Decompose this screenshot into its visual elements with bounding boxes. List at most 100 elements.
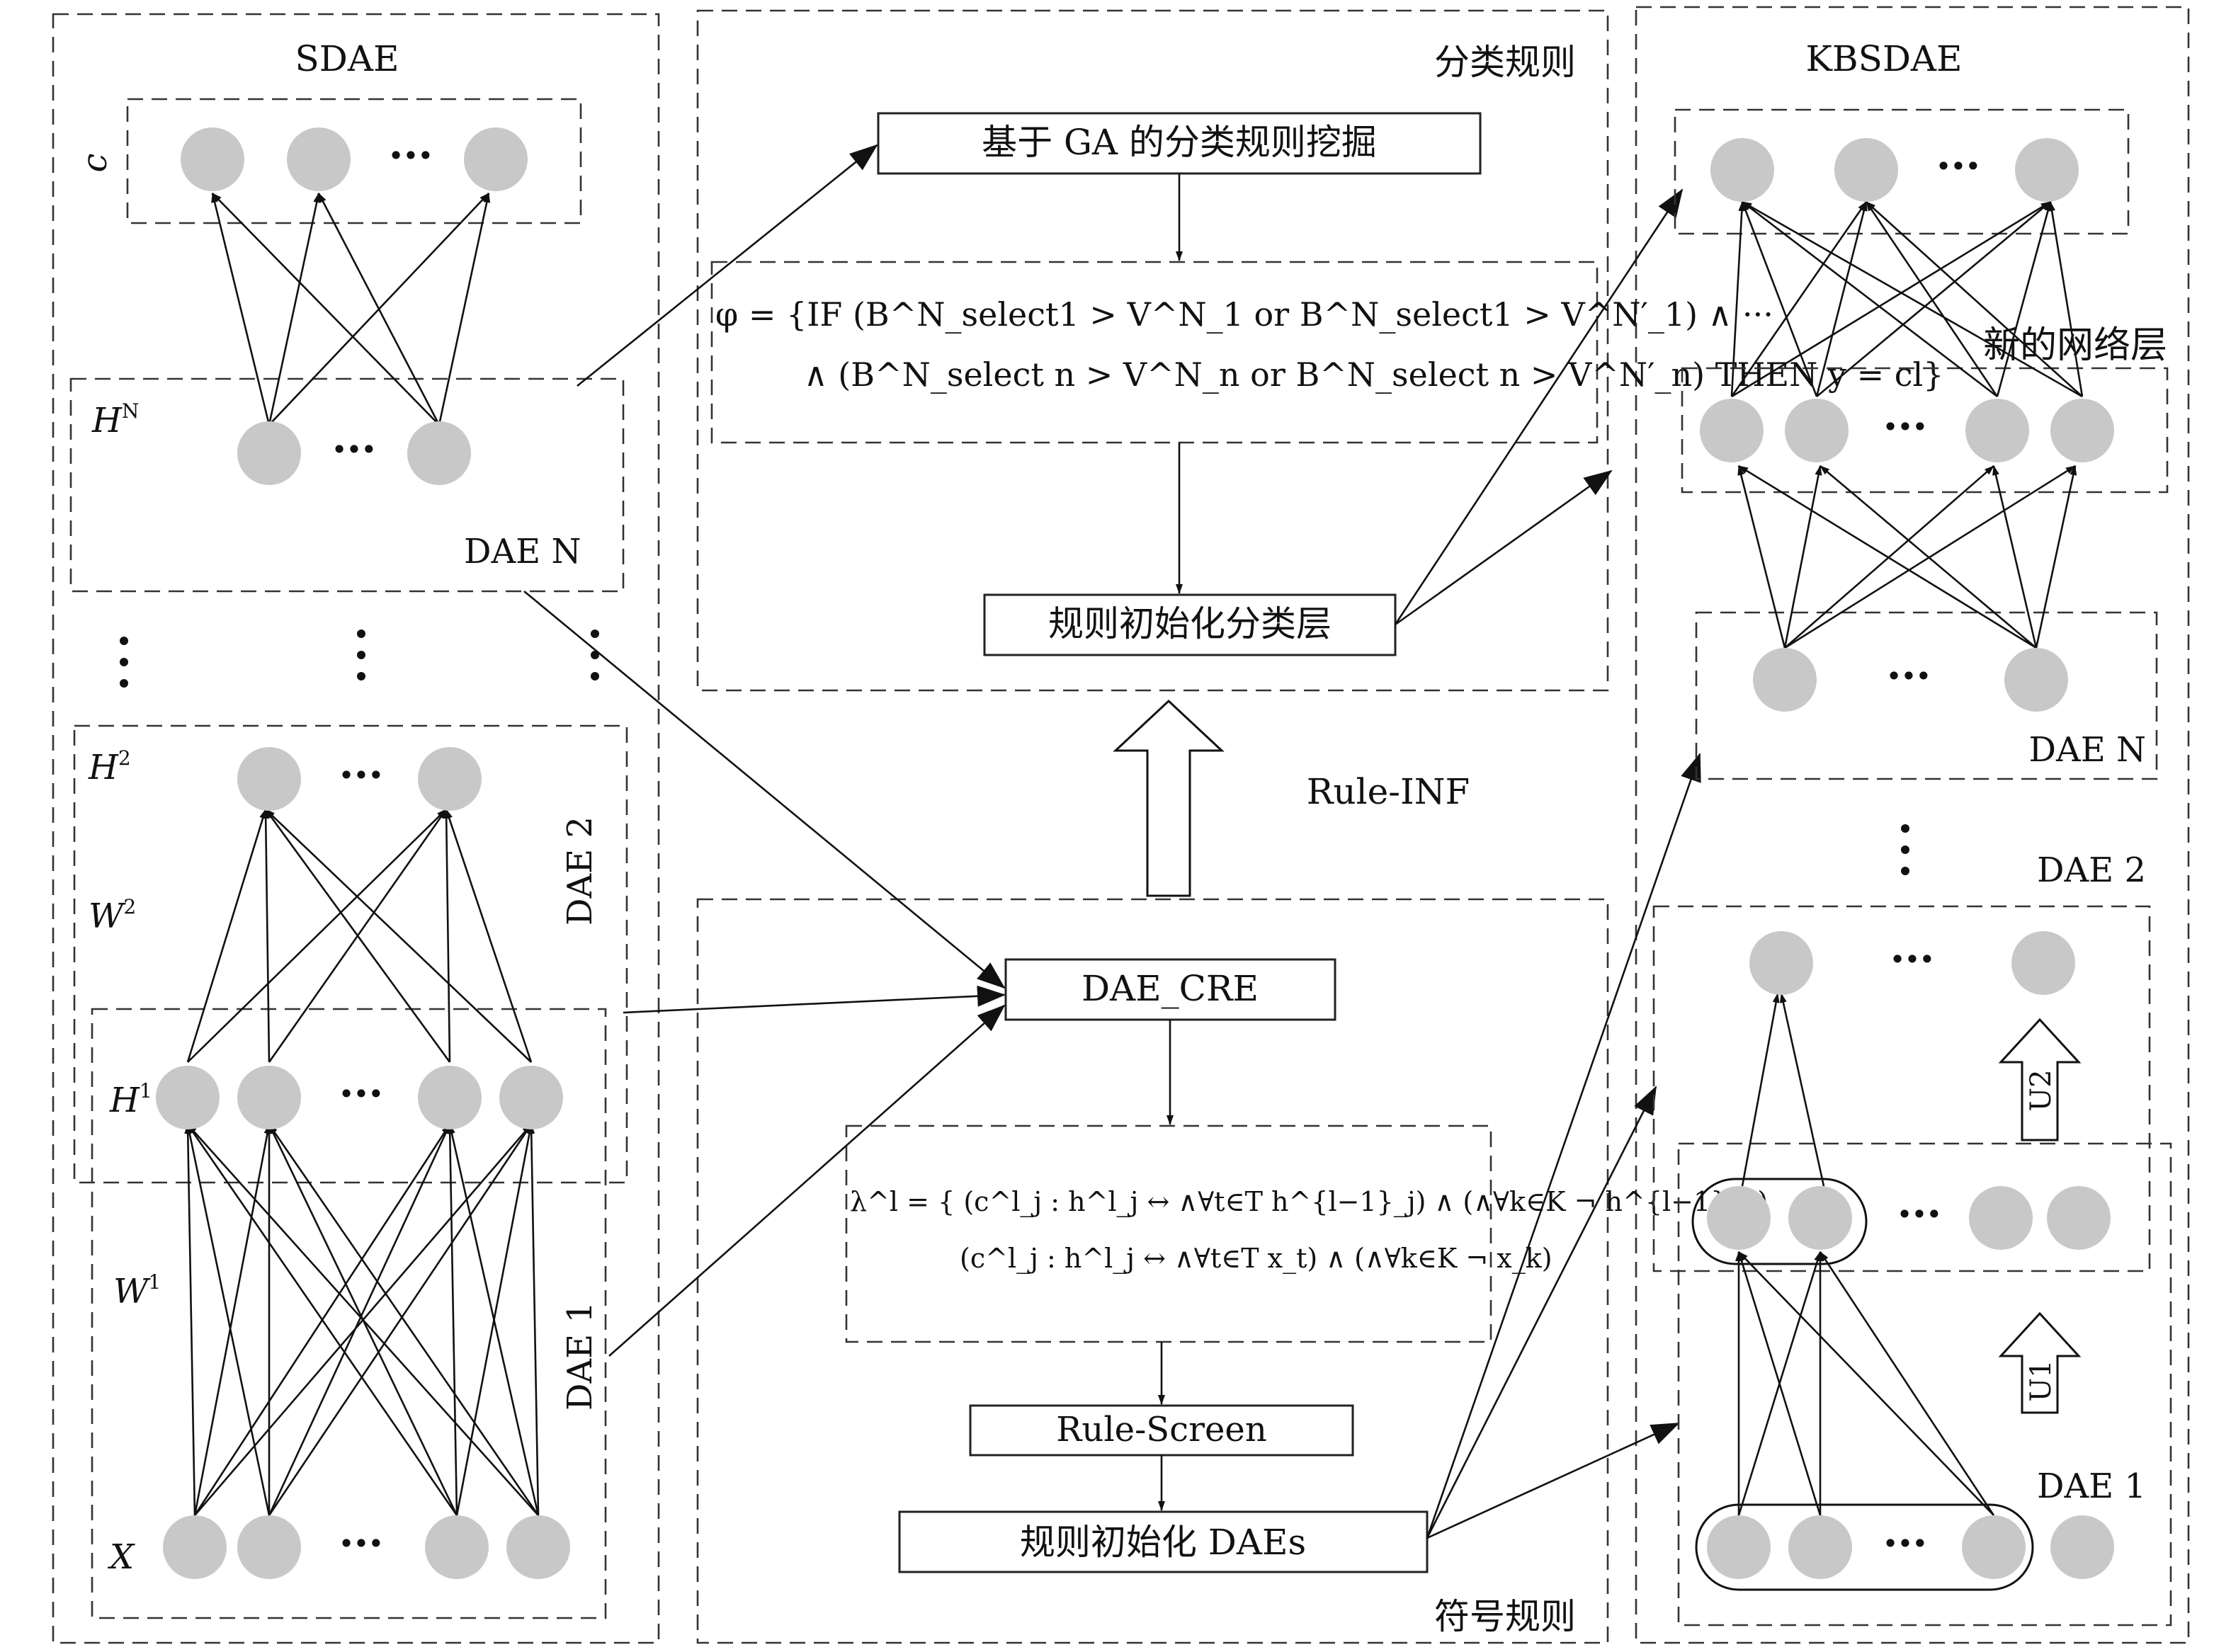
u1-label: U1 [2025,1360,2057,1401]
label-hn: HN [91,399,139,440]
node [499,1066,563,1129]
node [425,1515,489,1579]
arrow-hn-to-ga [577,144,878,387]
label-sdae-dae-2: DAE 2 [560,816,600,925]
arrow-daes-to-kbsdae-dae-n [1426,753,1701,1539]
kbsdae-h1-group-capsule [1691,1178,1868,1265]
sdae-h1-ellipsis: ··· [339,1069,384,1119]
node [237,747,301,811]
node [2047,1186,2111,1250]
sdae-title: SDAE [295,38,399,79]
kbsdae-dae-2-nodes [1749,931,2075,995]
new-layer-label: 新的网络层 [1983,324,2167,367]
rule-inf-hollow-arrow [1113,699,1225,897]
kbsdae-dae-n-ellipsis: ··· [1887,651,1931,701]
node [1962,1515,2026,1579]
kbsdae-dae-n-nodes [1753,648,2068,712]
node [163,1515,227,1579]
kbsdae-dae-2-box [1652,905,2151,1272]
node [1707,1186,1771,1250]
kbsdae-output-ellipsis: ··· [1936,142,1981,191]
node [1700,399,1764,462]
kbsdae-output-nodes [1710,138,2079,202]
node [1785,399,1849,462]
phi-formula-box [710,261,1599,444]
node [1969,1186,2033,1250]
node [181,127,244,191]
kbsdae-dae2-edges [1741,993,1825,1187]
arrow-daes-to-kbsdae-dae-2 [1426,1086,1657,1539]
kbsdae-h1-ellipsis: ··· [1897,1190,1942,1239]
kbsdae-new-to-output-edges [1730,200,2084,398]
rule-init-class-layer-label: 规则初始化分类层 [1048,603,1332,644]
arrow-dae1-to-cre [608,1004,1006,1357]
kbsdae-dae-1-box [1677,1142,2172,1627]
node [156,1066,220,1129]
phi-formula-line1: φ = {IF (B^N_select1 > V^N_1 or B^N_sele… [715,295,1773,334]
sdae-hn-ellipsis: ··· [332,425,377,474]
arrow-h1-to-cre [623,985,1006,1014]
sdae-x-nodes [163,1515,570,1579]
lambda-formula-line1: λ^l = { (c^l_j : h^l_j ↔ ∧∀t∈T h^{l−1}_j… [850,1186,1768,1218]
phi-formula-line2: ∧ (B^N_select n > V^N_n or B^N_select n … [804,355,1944,394]
symbolic-rules-panel [696,898,1609,1644]
node [464,127,528,191]
label-x: X [107,1537,135,1577]
kbsdae-dae-n-box [1695,611,2158,780]
rule-screen-box [969,1404,1354,1457]
arrow-init-to-symbolic [1395,469,1613,626]
sdae-panel [52,13,660,1644]
dae-cre-label: DAE_CRE [1082,968,1259,1009]
label-h1: H1 [109,1079,152,1120]
symbolic-rules-title: 符号规则 [1434,1596,1576,1637]
rule-init-daes-box [898,1510,1429,1573]
sdae-h1-nodes [156,1066,563,1129]
kbsdae-dae-1-label: DAE 1 [2037,1466,2146,1506]
kbsdae-dae-n-label: DAE N [2029,730,2146,770]
lambda-formula-line2: (c^l_j : h^l_j ↔ ∧∀t∈T x_t) ∧ (∧∀k∈K ¬ x… [960,1243,1552,1275]
node [1753,648,1817,712]
sdae-dae-2-box [73,724,628,1184]
label-sdae-dae-n: DAE N [464,532,581,571]
sdae-x-ellipsis: ··· [339,1519,384,1568]
arrow-daes-to-kbsdae-dae-1 [1426,1422,1680,1539]
rule-screen-label: Rule-Screen [1056,1410,1266,1449]
kbsdae-new-layer-nodes [1700,399,2114,462]
kbsdae-title: KBSDAE [1805,38,1962,79]
label-w1: W1 [113,1270,161,1311]
u2-label: U2 [2025,1069,2057,1111]
kbsdae-daen-to-new-edges [1737,465,2077,649]
sdae-h2-ellipsis: ··· [339,751,384,800]
node [506,1515,570,1579]
node [2004,648,2068,712]
node [237,1066,301,1129]
rule-inf-label: Rule-INF [1307,771,1470,812]
sdae-top-edges [211,193,491,426]
node [1710,138,1774,202]
node [1788,1186,1852,1250]
node [407,421,471,485]
classification-rules-title: 分类规则 [1434,42,1576,83]
kbsdae-dae-2-label: DAE 2 [2037,850,2146,890]
sdae-output-layer-box [126,98,582,224]
kbsdae-new-layer-box [1681,367,2169,494]
node [1788,1515,1852,1579]
kbsdae-dae1-edges [1735,1251,1995,1516]
kbsdae-vertical-ellipsis [1901,824,1909,875]
kbsdae-panel [1635,6,2190,1644]
ga-mining-box [877,112,1482,175]
ga-mining-label: 基于 GA 的分类规则挖掘 [982,122,1377,163]
rule-init-daes-label: 规则初始化 DAEs [1020,1522,1306,1563]
sdae-dae-n-box [69,377,625,593]
node [287,127,351,191]
dae-cre-box [1004,958,1336,1021]
node [1707,1515,1771,1579]
rule-init-class-layer-box [983,593,1397,656]
node [2050,399,2114,462]
label-c: c [75,154,115,173]
node [2015,138,2079,202]
u2-hollow-arrow [1998,1018,2082,1141]
node [418,1066,482,1129]
label-h2: H2 [88,746,131,787]
sdae-hn-nodes [237,421,471,485]
